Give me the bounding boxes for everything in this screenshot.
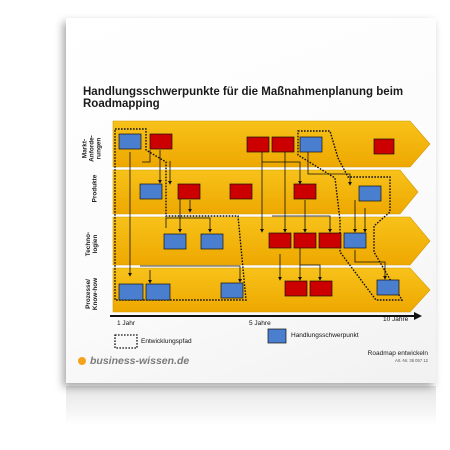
diagram-title-line1: Handlungsschwerpunkte für die Maßnahmenp… — [83, 86, 404, 98]
focus-box-blue — [299, 136, 323, 153]
brand-logo: business-wissen.de — [90, 355, 190, 367]
axis-tick-1-jahr: 1 Jahr — [117, 320, 136, 327]
focus-box-blue — [343, 232, 367, 249]
milestone-box-red — [177, 183, 201, 200]
card-reflection — [66, 386, 436, 426]
legend-focus-label: Handlungsschwerpunkt — [291, 332, 359, 339]
milestone-box-red — [284, 280, 308, 297]
focus-box-blue — [358, 185, 382, 202]
legend-path-label: Entwicklungspfad — [141, 338, 192, 345]
lane-markt — [112, 120, 431, 168]
milestone-box-red — [271, 136, 295, 153]
link-15 — [307, 152, 352, 186]
link-3 — [140, 265, 242, 283]
milestone-box-red — [373, 138, 395, 155]
brand-dot-icon — [78, 357, 86, 365]
focus-box-blue — [220, 282, 244, 299]
diagram-title-line2: Roadmapping — [83, 98, 160, 110]
development-path-2 — [297, 130, 404, 301]
lane-produkte — [112, 169, 419, 215]
legend-focus-symbol — [267, 328, 287, 344]
document-title: Roadmap entwickeln — [367, 350, 428, 357]
legend-path-symbol — [114, 334, 138, 349]
focus-box-blue — [376, 279, 400, 296]
time-axis-arrowhead — [414, 312, 422, 320]
milestone-box-red — [149, 133, 173, 150]
milestone-box-red — [318, 232, 342, 249]
focus-box-blue — [118, 283, 144, 301]
focus-box-blue — [139, 183, 163, 200]
lane-prozesse — [112, 267, 431, 313]
milestone-box-red — [293, 232, 317, 249]
link-18 — [300, 264, 322, 281]
focus-box-blue — [200, 233, 224, 250]
link-14 — [272, 215, 332, 233]
focus-box-blue — [163, 233, 187, 250]
milestone-box-red — [293, 183, 317, 200]
link-8 — [165, 217, 212, 233]
article-number: Art.-Nr. 36 057 12 — [394, 358, 428, 363]
link-6 — [142, 150, 151, 163]
milestone-box-red — [268, 232, 292, 249]
milestone-box-red — [229, 183, 253, 200]
link-11 — [262, 161, 302, 185]
focus-box-blue — [145, 283, 171, 301]
focus-box-blue — [118, 133, 142, 150]
link-20 — [354, 250, 387, 280]
milestone-box-red — [246, 136, 270, 153]
milestone-box-red — [309, 280, 333, 297]
axis-tick-5-jahre: 5 Jahre — [249, 320, 271, 327]
axis-tick-10-jahre: 10 Jahre — [383, 316, 409, 323]
